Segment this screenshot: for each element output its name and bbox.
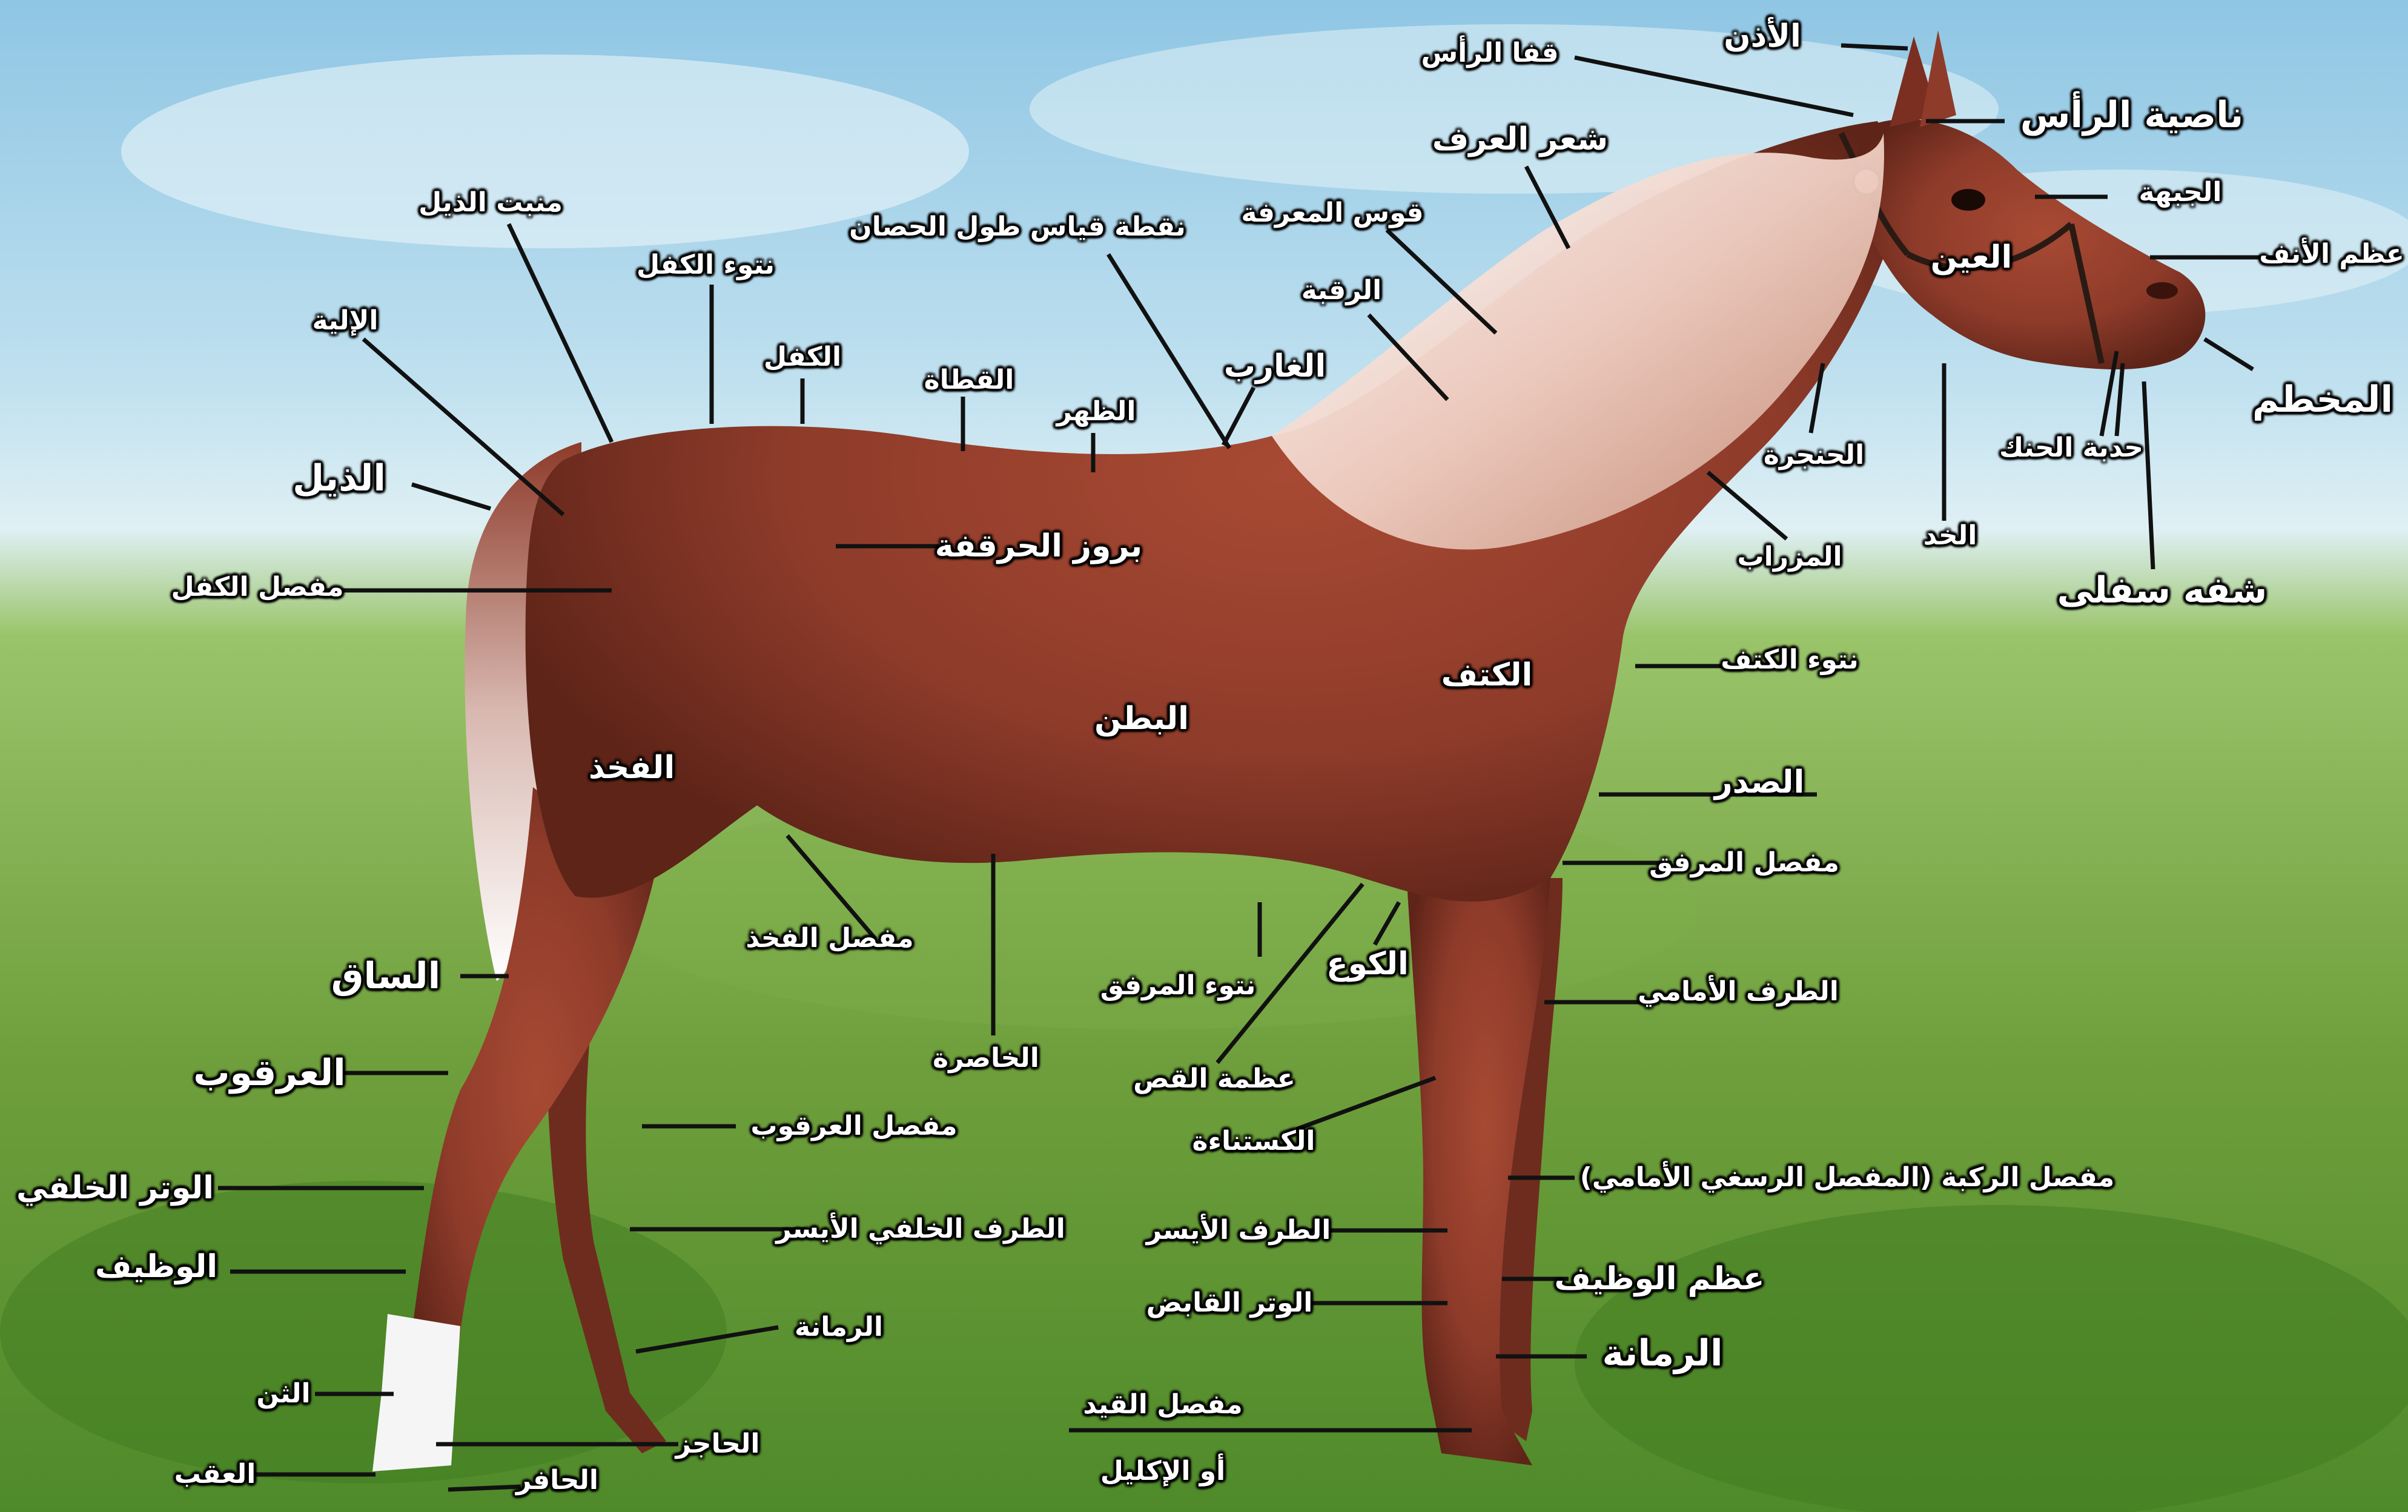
label-withers: الغارب (1224, 351, 1326, 382)
label-point-of-croup: نتوء الكفل (637, 252, 775, 279)
label-poll: قفا الرأس (1421, 40, 1558, 67)
label-neck: الرقبة (1302, 277, 1381, 304)
label-coronet: أو الإكليل (1100, 1458, 1225, 1485)
horse-eye (1951, 189, 1985, 211)
cloud (121, 54, 969, 248)
label-crest: قوس المعرفة (1241, 200, 1423, 226)
label-flank: الخاصرة (933, 1045, 1039, 1072)
horse-nostril (2146, 282, 2178, 299)
label-foreleg: الطرف الأمامي (1638, 979, 1839, 1005)
leader-line (1841, 45, 1908, 48)
leader-line (448, 1487, 521, 1490)
label-thigh: الفخذ (589, 752, 675, 784)
label-fetlock-fore: الرمانة (1602, 1335, 1722, 1372)
label-left-hind: الطرف الخلفي الأيسر (776, 1216, 1065, 1243)
label-jugular: المزراب (1737, 544, 1842, 570)
label-chestnut: الكستناءة (1192, 1128, 1315, 1155)
grass-patch (0, 1181, 727, 1484)
label-hip-joint: مفصل الكفل (171, 574, 344, 601)
label-forelock: ناصية الرأس (2020, 97, 2244, 133)
label-tail: الذيل (293, 460, 386, 497)
label-loin: القطاة (924, 367, 1014, 394)
label-gaskin: الساق (331, 958, 440, 994)
label-muzzle: المخطم (2252, 381, 2393, 418)
label-hind-tendon: الوتر الخلفي (16, 1172, 214, 1204)
label-sternum: عظمة القص (1133, 1066, 1295, 1092)
label-hock-joint: مفصل العرقوب (750, 1113, 957, 1140)
label-cannon-fore: عظم الوظيف (1554, 1263, 1764, 1295)
label-left-fore: الطرف الأيسر (1146, 1217, 1331, 1244)
label-mane: شعر العرف (1432, 124, 1608, 155)
label-pastern-hind: الرمانة (795, 1314, 883, 1341)
label-fetlock-joint: مفصل القيد (1083, 1392, 1243, 1418)
label-croup: الكفل (764, 344, 841, 371)
label-cheek: الخد (1923, 523, 1977, 549)
label-elbow-joint: مفصل المرفق (1649, 850, 1839, 876)
label-forearm-front: الكوع (1326, 948, 1409, 980)
label-throatlatch: الحنجرة (1764, 442, 1864, 469)
label-ergot: الثن (256, 1381, 310, 1407)
label-ear: الأذن (1724, 21, 1801, 52)
label-cannon-hind: الوظيف (95, 1251, 217, 1283)
label-dock: منبت الذيل (418, 190, 563, 216)
label-hoof: الحافر (516, 1467, 598, 1494)
label-chest: الصدر (1715, 767, 1805, 798)
label-flexor-tendon: الوتر القابض (1146, 1290, 1313, 1316)
label-stifle: مفصل الفخذ (746, 925, 913, 952)
label-eye: العين (1931, 242, 2013, 273)
label-knee: مفصل الركبة (المفصل الرسغي الأمامي) (1580, 1164, 2115, 1191)
label-hock: العرقوب (193, 1055, 345, 1091)
label-hip-point: بروز الحرقفة (935, 530, 1142, 562)
label-chin-groove: حدبة الحنك (1999, 435, 2143, 461)
label-height-point: نقطة قياس طول الحصان (849, 214, 1186, 240)
label-buttock: الإلية (312, 308, 378, 334)
label-shoulder: الكتف (1441, 659, 1533, 691)
label-belly: البطن (1094, 703, 1189, 735)
label-lower-lip: شفه سفلى (2057, 572, 2267, 609)
label-back: الظهر (1057, 398, 1136, 425)
label-heel: العقب (174, 1461, 256, 1488)
label-point-of-shoulder: نتوء الكتف (1721, 647, 1858, 673)
label-elbow-point: نتوء المرفق (1100, 972, 1256, 999)
label-nose-bone: عظم الأنف (2259, 241, 2404, 268)
label-forehead: الجبهة (2138, 179, 2221, 206)
label-coronet-hind: الحاجز (676, 1431, 760, 1458)
